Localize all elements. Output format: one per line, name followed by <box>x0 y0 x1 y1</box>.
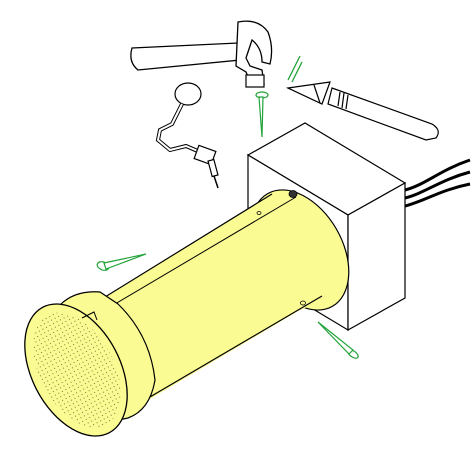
cylinder <box>24 189 350 437</box>
hammer-face <box>245 74 265 88</box>
nail-icon <box>96 253 147 271</box>
knife-handle <box>327 87 439 141</box>
knife-blade <box>285 81 331 105</box>
cylinder-grille <box>33 312 121 428</box>
cylinder-hole <box>300 300 306 306</box>
collar-notch <box>81 311 98 321</box>
box-side-face <box>347 181 406 332</box>
cable-icon <box>404 158 471 208</box>
nail-icon <box>255 91 269 138</box>
utility-knife-icon <box>285 81 439 141</box>
cylinder-hole <box>256 211 262 215</box>
cylinder-seam <box>87 196 297 321</box>
hammer-icon <box>130 20 273 88</box>
cylinder-top-edge <box>91 193 273 306</box>
hand-drill-icon <box>155 82 219 189</box>
cylinder-body <box>92 195 340 405</box>
hammer-handle <box>130 42 241 71</box>
drill-knob <box>174 82 202 106</box>
nail-icon <box>317 321 359 359</box>
cylinder-bottom-edge <box>137 295 323 405</box>
knife-grip-rings <box>337 91 349 110</box>
hammer-head <box>235 20 273 87</box>
nail-icon <box>287 55 303 83</box>
cylinder-hole <box>288 190 298 198</box>
